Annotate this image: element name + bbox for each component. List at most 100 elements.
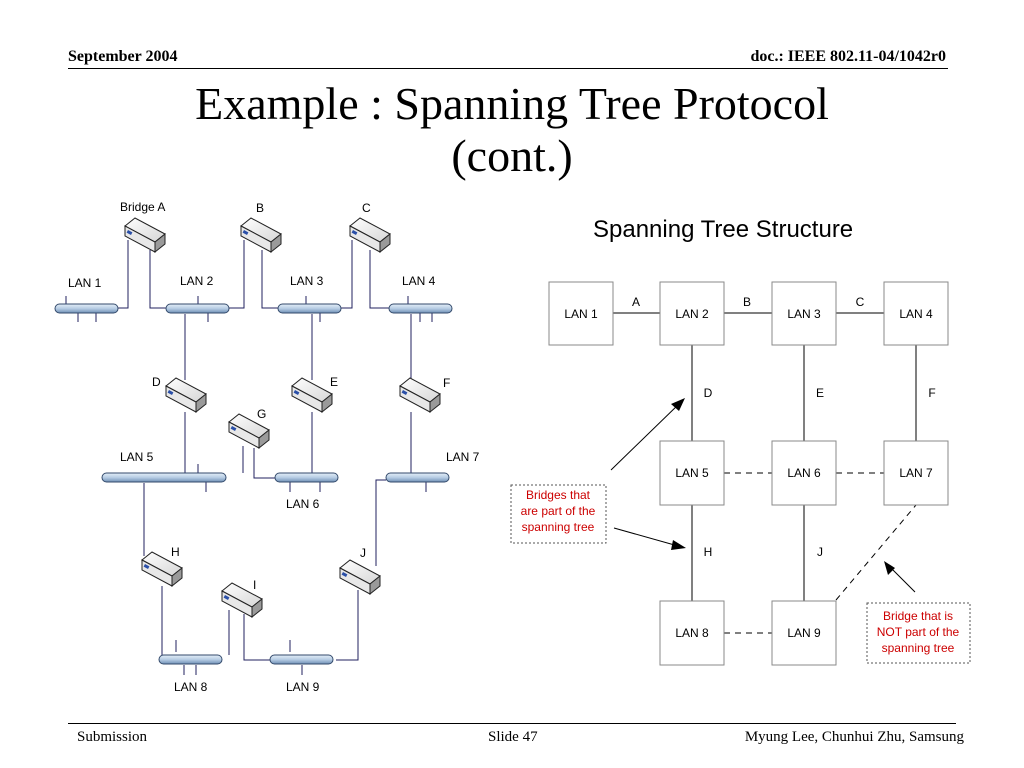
callout-not-in-tree: Bridge that is NOT part of the spanning … [866,561,971,664]
bridge-j-icon [339,559,381,595]
lan-6-label: LAN 6 [286,497,320,511]
lan-bus-5 [101,472,227,483]
bridge-b-icon [240,217,282,253]
node-lan-5-label: LAN 5 [675,466,709,480]
callout-part-line-2: are part of the [521,504,596,518]
bridge-f-label: F [443,376,450,390]
node-lan-3 [771,281,837,346]
lan-bus-8 [158,654,223,665]
edge-h-label: H [704,545,713,559]
lan-bus-2 [165,303,230,314]
bridge-d-icon [165,377,207,413]
lan-bus-4 [388,303,453,314]
wire-i-lan9 [243,614,270,661]
node-lan-1 [548,281,614,346]
wire-g-lan6 [253,448,276,479]
edge-j-label: J [817,545,823,559]
wire-j-lan9 [336,590,359,661]
wire-c-lan4 [369,250,389,309]
edge-a-label: A [632,295,640,309]
node-lan-4 [883,281,949,346]
node-lan-7 [883,440,949,506]
bridge-f-icon [399,377,441,413]
lan-bus-3 [277,303,342,314]
bridge-e-icon [291,377,333,413]
wire-b-lan3 [261,250,278,309]
callout-part-of-tree: Bridges that are part of the spanning tr… [510,398,686,550]
header-date: September 2004 [68,48,178,65]
arrow-to-h [613,527,679,547]
slide-title: Example : Spanning Tree Protocol (cont.) [0,78,1024,182]
wire-j-lan7 [375,479,386,566]
lan-bus-9 [269,654,334,665]
edge-b-label: B [743,295,751,309]
node-lan-8 [659,600,725,666]
bridge-d-label: D [152,375,161,389]
lan-2-label: LAN 2 [180,274,214,288]
callout-part-line-3: spanning tree [522,520,595,534]
tree-title: Spanning Tree Structure [593,216,853,243]
lan-bus-6 [274,472,339,483]
lan-8-label: LAN 8 [174,680,208,694]
tree-nodes [548,281,949,666]
lan-5-label: LAN 5 [120,450,154,464]
tree-node-labels: LAN 1 LAN 2 LAN 3 LAN 4 LAN 5 LAN 6 LAN … [564,295,935,640]
node-lan-3-label: LAN 3 [787,307,821,321]
arrow-to-dashed-j [888,565,916,593]
title-line-1: Example : Spanning Tree Protocol [195,78,829,129]
node-lan-6 [771,440,837,506]
lan-7-label: LAN 7 [446,450,480,464]
bridge-a-icon [124,217,166,253]
edge-c-label: C [856,295,865,309]
footer-authors: Myung Lee, Chunhui Zhu, Samsung [744,729,964,745]
footer-slide-number: Slide 47 [488,729,538,745]
edge-j-lan7-dashed [835,504,917,601]
bridge-e-label: E [330,375,338,389]
bridge-c-icon [349,217,391,253]
tree-edges [613,312,917,634]
lan-9-label: LAN 9 [286,680,320,694]
wire-a-lan1 [118,240,129,309]
lan-bus-1 [54,303,119,314]
edge-d-label: D [704,386,713,400]
bridge-a-label: Bridge A [120,200,165,214]
footer-rule [68,723,956,724]
network-labels: Bridge A B C D E F G H J I LAN 1 LAN 2 L… [68,200,480,694]
node-lan-8-label: LAN 8 [675,626,709,640]
footer-submission: Submission [77,729,148,745]
node-lan-9 [771,600,837,666]
node-lan-1-label: LAN 1 [564,307,598,321]
header-rule [68,68,948,69]
callout-not-line-3: spanning tree [882,641,955,655]
callout-not-line-2: NOT part of the [877,625,960,639]
edge-e-label: E [816,386,824,400]
node-lan-2-label: LAN 2 [675,307,709,321]
title-line-2: (cont.) [451,130,573,181]
bridge-g-label: G [257,407,266,421]
lan-1-label: LAN 1 [68,276,102,290]
wire-c-lan3 [341,240,353,309]
header-doc-id: doc.: IEEE 802.11-04/1042r0 [750,48,946,65]
edge-f-label: F [928,386,935,400]
node-lan-5 [659,440,725,506]
node-lan-6-label: LAN 6 [787,466,821,480]
callout-not-line-1: Bridge that is [883,609,953,623]
bridge-i-label: I [253,578,256,592]
bridge-h-label: H [171,545,180,559]
bridge-c-label: C [362,201,371,215]
node-lan-9-label: LAN 9 [787,626,821,640]
lan-buses [54,303,453,665]
lan-4-label: LAN 4 [402,274,436,288]
arrow-to-d [610,402,681,471]
lan-3-label: LAN 3 [290,274,324,288]
wire-a-lan2 [149,250,168,309]
node-lan-7-label: LAN 7 [899,466,933,480]
bridge-j-label: J [360,546,366,560]
callout-part-line-1: Bridges that [526,488,591,502]
bridge-b-label: B [256,201,264,215]
node-lan-4-label: LAN 4 [899,307,933,321]
node-lan-2 [659,281,725,346]
network-wires [65,240,433,675]
wire-b-lan2 [229,240,245,309]
